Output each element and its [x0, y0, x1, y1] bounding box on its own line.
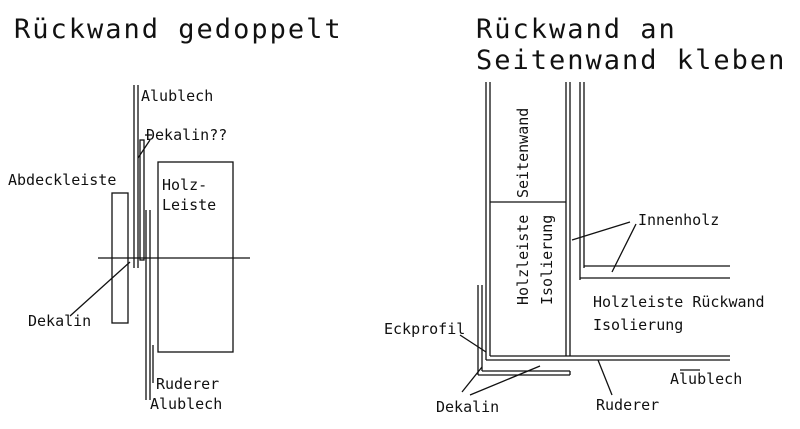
label-isolierung-v: Isolierung [538, 215, 556, 305]
leader-dekalin-1 [461, 366, 483, 393]
label-ruderer: Ruderer [156, 375, 219, 393]
leader-dekalin [69, 261, 131, 317]
holzleiste-shape [157, 161, 234, 353]
label-alublech-bottom: Alublech [150, 395, 222, 413]
label-ruderer: Ruderer [596, 396, 659, 414]
leader-dekalin-2 [469, 365, 541, 396]
label-holzleiste-rueckwand: Holzleiste Rückwand [593, 293, 765, 311]
leader-dekalin-q [137, 139, 151, 159]
label-dekalin: Dekalin [436, 398, 499, 416]
leader-eckprofil [459, 334, 487, 353]
left-diagram: Rückwand gedoppelt Alublech Dekalin?? Ab… [8, 14, 343, 413]
right-title-line2: Seitenwand kleben [476, 45, 786, 76]
dekalin-strip [139, 139, 145, 261]
label-seitenwand: Seitenwand [514, 108, 532, 198]
left-title: Rückwand gedoppelt [14, 14, 343, 45]
leader-innenholz-2 [611, 223, 637, 273]
label-alublech: Alublech [670, 370, 742, 388]
label-eckprofil: Eckprofil [384, 320, 465, 338]
label-innenholz: Innenholz [638, 211, 719, 229]
label-alublech-top: Alublech [141, 87, 213, 105]
right-diagram: Rückwand an Seitenwand kleben Seitenwan [384, 14, 786, 416]
label-dekalin-q: Dekalin?? [146, 126, 227, 144]
label-isolierung-h: Isolierung [593, 316, 683, 334]
right-title-line1: Rückwand an [476, 14, 677, 45]
label-holzleiste: Holzleiste [514, 215, 532, 305]
leader-ruderer [597, 359, 613, 396]
leader-innenholz-1 [571, 221, 631, 241]
label-leiste: Leiste [162, 196, 216, 214]
label-dekalin: Dekalin [28, 312, 91, 330]
label-abdeckleiste: Abdeckleiste [8, 171, 116, 189]
label-holz: Holz- [162, 176, 207, 194]
